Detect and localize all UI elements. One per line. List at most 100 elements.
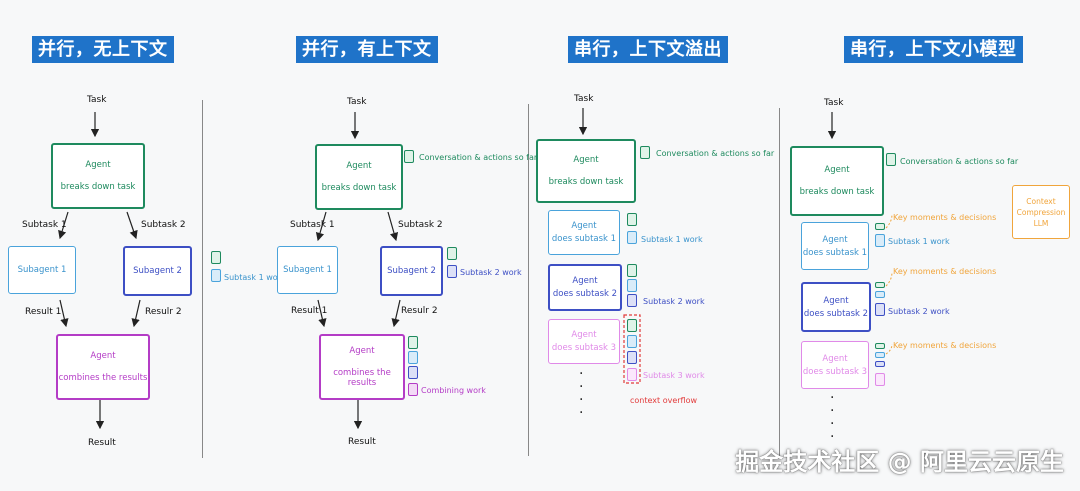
p4-subtask1-title: Agent	[822, 234, 848, 245]
p4-key-moments-2: Key moments & decisions	[893, 267, 997, 276]
divider-2	[528, 104, 529, 456]
p4-key-moments-3: Key moments & decisions	[893, 341, 997, 350]
p3-subtask2-sub: does subtask 2	[552, 289, 618, 299]
p1-task-label: Task	[87, 95, 107, 105]
p2-task-label: Task	[347, 97, 367, 107]
p3-s1-chip-1	[627, 213, 637, 226]
p2-sub2-work-label: Subtask 2 work	[460, 268, 522, 277]
p3-s3-work-label: Subtask 3 work	[643, 371, 705, 380]
p3-agent-sub: breaks down task	[548, 177, 624, 187]
p2-comb-chip-3	[408, 366, 418, 379]
p4-subtask3-title: Agent	[822, 353, 848, 364]
p1-result2-label: Resulr 2	[145, 307, 182, 317]
panel-title-parallel-no-context: 并行，无上下文	[32, 36, 174, 63]
p2-subagent2-label: Subagent 2	[387, 266, 436, 276]
p3-subtask2-box: Agent does subtask 2	[548, 264, 622, 311]
p3-s3-chip-2	[627, 335, 637, 348]
panel-title-serial-compression: 串行，上下文小模型	[844, 36, 1023, 63]
p3-conversation-label: Conversation & actions so far	[656, 149, 775, 158]
p2-comb-chip-4	[408, 383, 418, 396]
p4-compression-l3: LLM	[1033, 218, 1049, 228]
panel-title-serial-overflow: 串行，上下文溢出	[568, 36, 728, 63]
p3-s2-work-label: Subtask 2 work	[643, 297, 705, 306]
p1-subtask1-label: Subtask 1	[22, 220, 67, 230]
divider-3	[779, 108, 780, 458]
p4-compression-l2: Compression	[1016, 207, 1066, 217]
p2-subtask1-label: Subtask 1	[290, 220, 335, 230]
divider-1	[202, 100, 203, 458]
p1-agent-box: Agent breaks down task	[51, 143, 145, 209]
p1-subagent2-label: Subagent 2	[133, 266, 182, 276]
p4-agent-title: Agent	[824, 165, 850, 175]
p2-result2-label: Resulr 2	[401, 306, 438, 316]
p4-s1-chip-2	[875, 234, 885, 247]
p3-s1-work-label: Subtask 1 work	[641, 235, 703, 244]
p2-sub2-context-chip	[447, 247, 457, 260]
p4-s3-chip-4	[875, 373, 885, 386]
p4-subtask3-box: Agent does subtask 3	[801, 341, 869, 389]
p4-subtask1-box: Agent does subtask 1	[801, 222, 869, 270]
p3-s2-chip-2	[627, 279, 637, 292]
p2-result1-label: Result 1	[291, 306, 328, 316]
p2-subagent2-box: Subagent 2	[380, 246, 443, 296]
p2-sub1-context-chip	[211, 251, 221, 264]
p3-subtask3-sub: does subtask 3	[551, 343, 617, 353]
p4-s3-chip-3	[875, 361, 885, 367]
p4-s2-chip-2	[875, 291, 885, 298]
p4-s2-chip-3	[875, 303, 885, 316]
p3-agent-title: Agent	[573, 155, 599, 165]
p2-subagent1-label: Subagent 1	[283, 265, 332, 275]
watermark: 掘金技术社区 @ 阿里云云原生	[735, 448, 1064, 476]
p4-s1-chip-1	[875, 223, 885, 230]
overflow-bracket	[623, 314, 641, 384]
p1-combine-title: Agent	[90, 351, 116, 361]
p3-subtask2-title: Agent	[572, 276, 598, 286]
p3-context-chip	[640, 146, 650, 159]
p3-context-overflow-label: context overflow	[630, 396, 698, 405]
p3-subtask1-sub: does subtask 1	[551, 234, 617, 244]
p2-combine-box: Agent combines the results	[319, 334, 405, 400]
p1-subagent1-box: Subagent 1	[8, 246, 76, 294]
p2-conversation-label: Conversation & actions so far	[419, 153, 538, 162]
p3-s2-chip-1	[627, 264, 637, 277]
p1-result-label: Result	[88, 438, 116, 448]
p3-agent-box: Agent breaks down task	[536, 139, 636, 203]
p2-agent-box: Agent breaks down task	[315, 144, 403, 210]
p2-comb-chip-2	[408, 351, 418, 364]
p3-subtask1-title: Agent	[571, 221, 597, 231]
p4-subtask3-sub: does subtask 3	[802, 366, 868, 377]
p4-subtask2-sub: does subtask 2	[803, 308, 869, 319]
p4-conversation-label: Conversation & actions so far	[900, 157, 1019, 166]
p1-result1-label: Result 1	[25, 307, 62, 317]
p1-combine-sub: combines the results	[58, 373, 148, 383]
p4-continuation-dots: ····	[830, 390, 835, 445]
p4-subtask2-box: Agent does subtask 2	[801, 282, 871, 332]
p2-context-chip	[404, 150, 414, 163]
p4-task-label: Task	[824, 98, 844, 108]
p3-task-label: Task	[574, 94, 594, 104]
p1-agent-sub: breaks down task	[60, 182, 136, 192]
p4-s2-chip-1	[875, 282, 885, 288]
p2-sub2-work-chip	[447, 265, 457, 278]
p2-combine-title: Agent	[349, 346, 375, 356]
p2-agent-sub: breaks down task	[321, 183, 397, 193]
p2-sub1-work-chip	[211, 269, 221, 282]
p4-agent-sub: breaks down task	[799, 187, 875, 197]
p3-subtask1-box: Agent does subtask 1	[548, 210, 620, 255]
p2-sub1-work-label: Subtask 1 work	[224, 273, 286, 282]
p3-s3-chip-3	[627, 351, 637, 364]
p1-combine-box: Agent combines the results	[56, 334, 150, 400]
p4-subtask1-sub: does subtask 1	[802, 247, 868, 258]
p2-combining-work-label: Combining work	[421, 386, 486, 395]
p4-compression-l1: Context	[1026, 196, 1056, 206]
p1-subagent1-label: Subagent 1	[17, 265, 67, 275]
p4-compression-box: Context Compression LLM	[1012, 185, 1070, 239]
p1-agent-title: Agent	[85, 160, 111, 170]
p3-continuation-dots: ····	[579, 366, 584, 421]
p4-s3-chip-2	[875, 352, 885, 358]
panel-title-parallel-with-context: 并行，有上下文	[296, 36, 438, 63]
p4-s2-work-label: Subtask 2 work	[888, 307, 950, 316]
p3-s2-chip-3	[627, 294, 637, 307]
p1-subagent2-box: Subagent 2	[123, 246, 192, 296]
